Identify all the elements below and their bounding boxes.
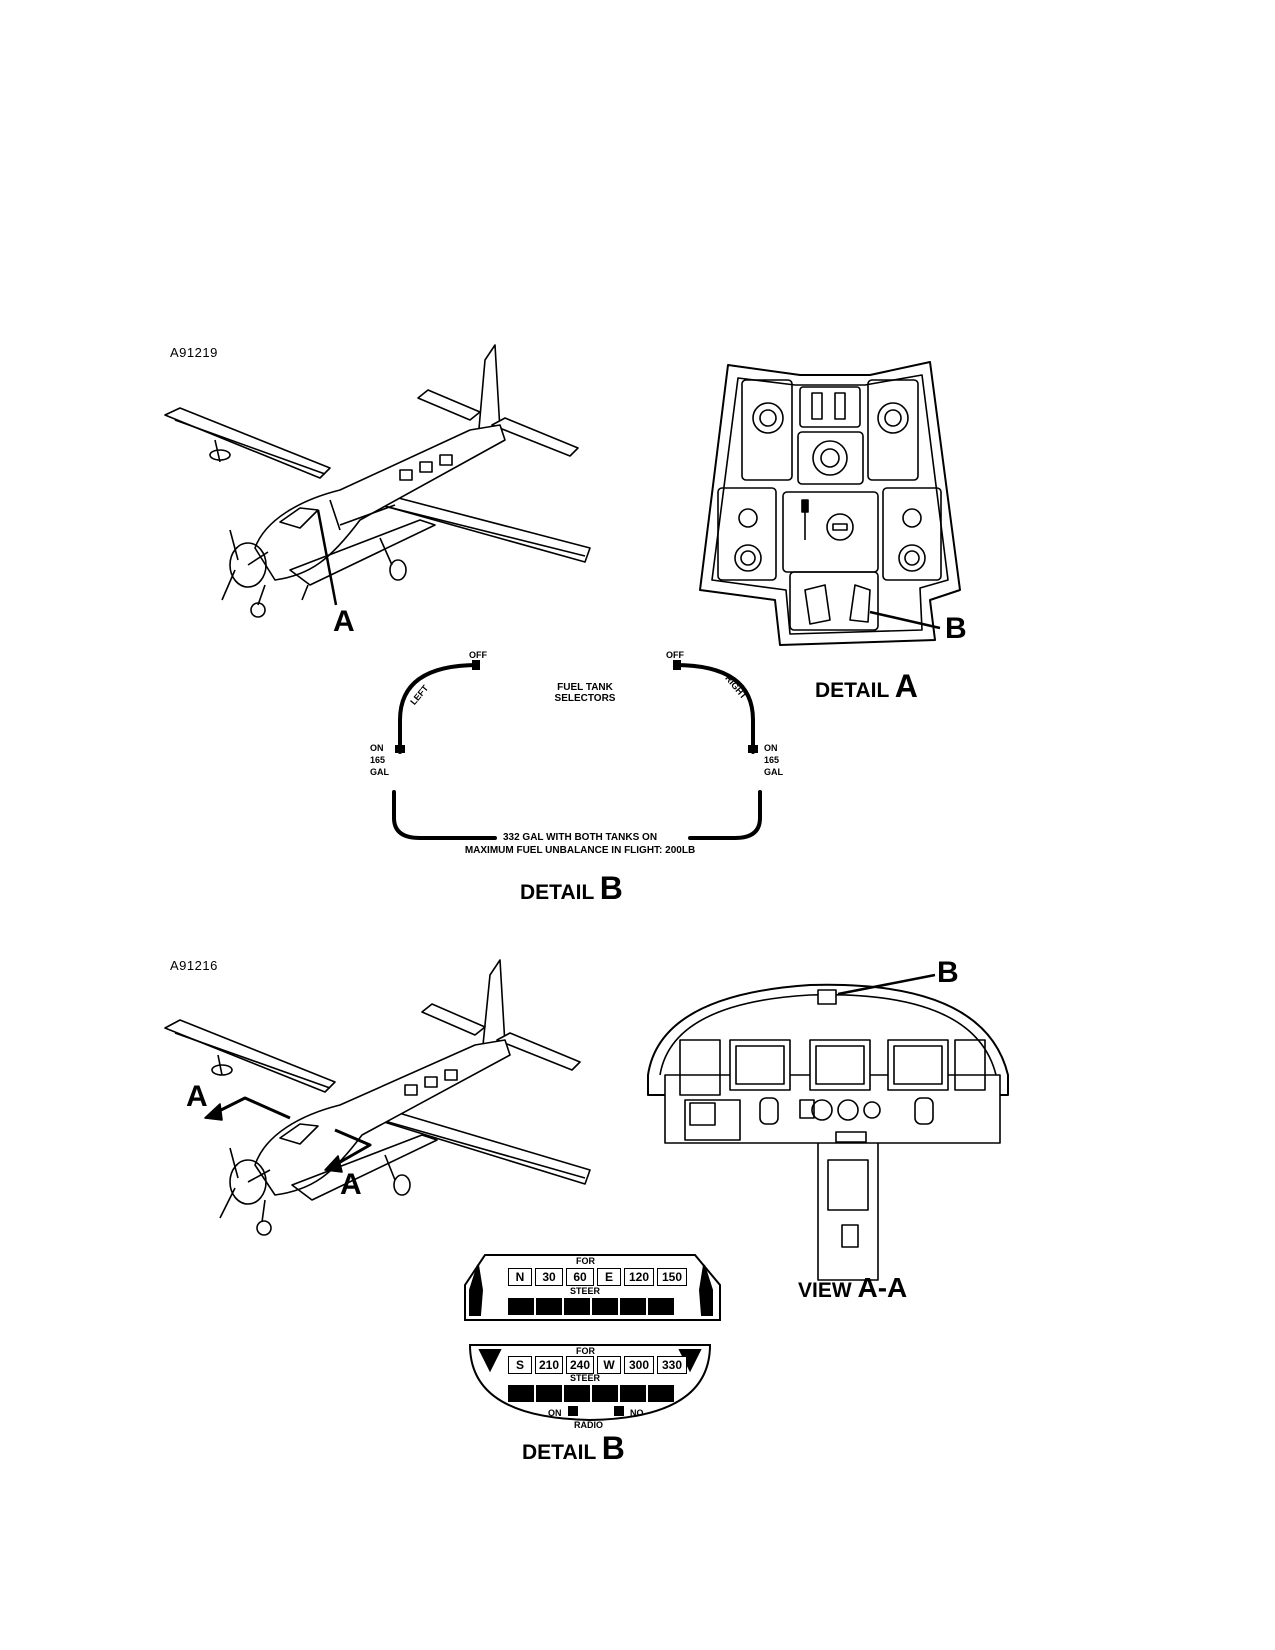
radio-label: RADIO	[574, 1420, 603, 1430]
detail-b-label-2: DETAIL B	[522, 1430, 625, 1467]
callout-b: B	[945, 612, 967, 645]
selector-title-line2: SELECTORS	[554, 693, 616, 704]
detail-b-label: DETAIL B	[520, 870, 623, 907]
radio-no-label: NO	[630, 1408, 644, 1418]
heading-cell: 330	[657, 1356, 687, 1374]
callout-a-arrow-2: A	[340, 1168, 362, 1201]
radio-on-label: ON	[548, 1408, 562, 1418]
heading-cell: 150	[657, 1268, 687, 1286]
heading-cell: S	[508, 1356, 532, 1374]
steer-cell	[508, 1385, 534, 1402]
figure-id-a91219: A91219	[170, 345, 218, 360]
for-label-top: FOR	[576, 1256, 595, 1266]
detail-word: DETAIL	[815, 679, 889, 702]
left-on-line: 165	[370, 755, 386, 765]
steer-cell	[620, 1385, 646, 1402]
right-on-line: ON	[764, 743, 778, 753]
left-off-label: OFF	[469, 650, 487, 660]
steer-cell	[536, 1298, 562, 1315]
steer-cell	[592, 1385, 618, 1402]
heading-cell: N	[508, 1268, 532, 1286]
view-letters: A-A	[857, 1272, 908, 1303]
right-on-line: GAL	[764, 767, 783, 777]
detail-letter: B	[601, 1430, 625, 1466]
heading-cell: E	[597, 1268, 621, 1286]
steer-cell	[536, 1385, 562, 1402]
detail-a-label: DETAIL A	[815, 668, 918, 705]
figure-id-a91216: A91216	[170, 958, 218, 973]
heading-cell: 300	[624, 1356, 654, 1374]
right-on-line: 165	[764, 755, 780, 765]
both-tanks-text: 332 GAL WITH BOTH TANKS ON	[502, 832, 658, 843]
left-on-line: ON	[370, 743, 384, 753]
right-on-label: ON 165 GAL	[764, 742, 783, 778]
heading-cell: 210	[535, 1356, 563, 1374]
left-on-line: GAL	[370, 767, 389, 777]
steer-cell	[648, 1298, 674, 1315]
detail-word: DETAIL	[520, 881, 594, 904]
callout-a-arrow-1: A	[186, 1080, 208, 1113]
heading-cell: W	[597, 1356, 621, 1374]
steer-label-bottom: STEER	[570, 1373, 601, 1383]
steer-cell	[620, 1298, 646, 1315]
heading-cell: 120	[624, 1268, 654, 1286]
steer-cell	[564, 1385, 590, 1402]
unbalance-text: MAXIMUM FUEL UNBALANCE IN FLIGHT: 200LB	[464, 845, 696, 856]
view-a-a-label: VIEW A-A	[798, 1272, 907, 1304]
steer-cell	[564, 1298, 590, 1315]
heading-cell: 30	[535, 1268, 563, 1286]
left-on-label: ON 165 GAL	[370, 742, 389, 778]
callout-b-compass: B	[937, 956, 959, 989]
steer-cell	[648, 1385, 674, 1402]
steer-label-top: STEER	[570, 1286, 601, 1296]
right-off-label: OFF	[666, 650, 684, 660]
selector-title: FUEL TANK SELECTORS	[540, 682, 630, 704]
heading-cell: 240	[566, 1356, 594, 1374]
radio-no-box	[614, 1406, 624, 1416]
detail-word: DETAIL	[522, 1441, 596, 1464]
for-label-bottom: FOR	[576, 1346, 595, 1356]
steer-cell	[592, 1298, 618, 1315]
view-word: VIEW	[798, 1279, 852, 1302]
heading-cell: 60	[566, 1268, 594, 1286]
selector-title-line1: FUEL TANK	[557, 682, 613, 693]
callout-a: A	[333, 605, 355, 638]
detail-letter: A	[894, 668, 918, 704]
detail-letter: B	[599, 870, 623, 906]
steer-cell	[508, 1298, 534, 1315]
radio-on-box	[568, 1406, 578, 1416]
